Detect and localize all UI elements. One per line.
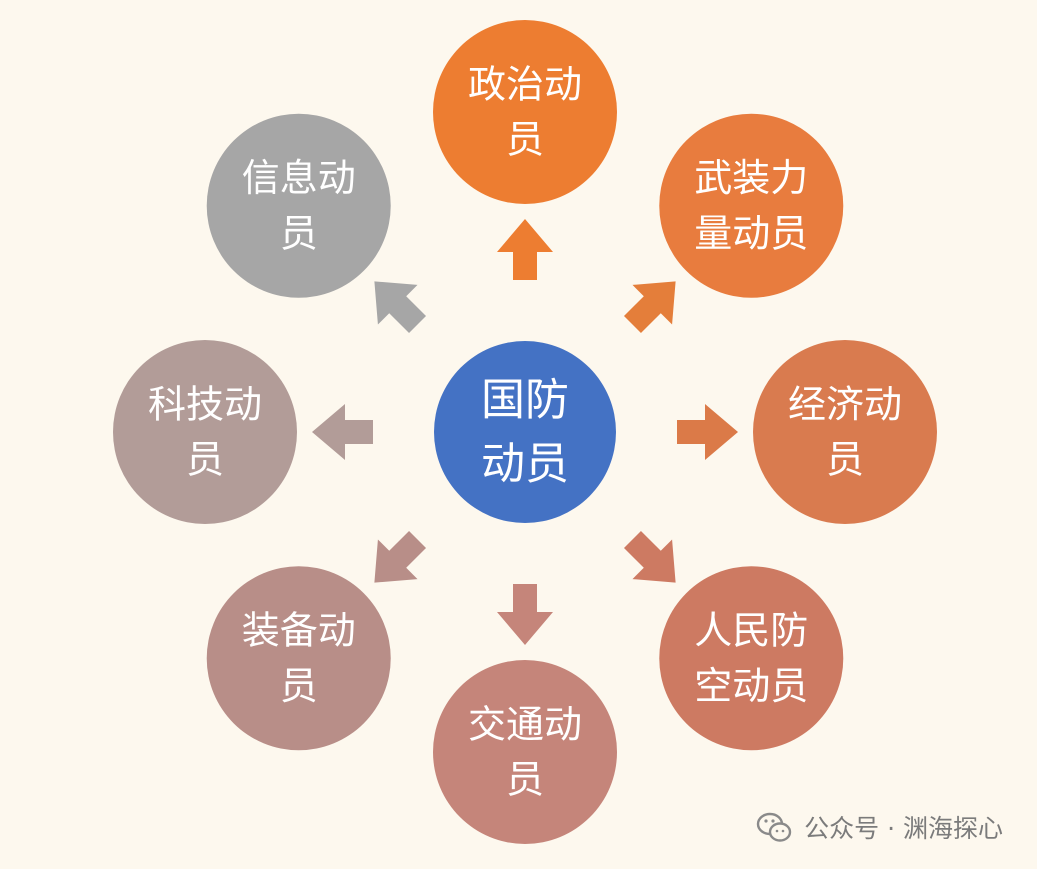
armed-forces-arrow-icon bbox=[623, 281, 676, 334]
transport-label-line: 员 bbox=[506, 758, 544, 802]
information-label-line: 信息动 bbox=[242, 156, 356, 200]
watermark-text: 公众号 · 渊海探心 bbox=[804, 814, 1003, 843]
armed-forces-circle bbox=[659, 113, 844, 298]
armed-forces-label-line: 武装力 bbox=[694, 156, 808, 200]
center-label-line: 动员 bbox=[481, 438, 569, 489]
center-circle bbox=[434, 341, 616, 523]
transport-label-line: 交通动 bbox=[468, 702, 582, 746]
watermark: 公众号 · 渊海探心 bbox=[754, 807, 1003, 847]
sci-tech-label-line: 科技动 bbox=[148, 382, 262, 426]
political-circle bbox=[433, 20, 617, 204]
political-label-line: 政治动 bbox=[468, 62, 582, 106]
armed-forces-label-line: 量动员 bbox=[694, 211, 808, 255]
equipment-label-line: 装备动 bbox=[242, 609, 356, 653]
center-label-line: 国防 bbox=[481, 375, 569, 426]
sci-tech-label-line: 员 bbox=[186, 438, 224, 482]
transport-arrow-icon bbox=[497, 584, 553, 645]
wechat-icon bbox=[756, 812, 792, 842]
sci-tech-arrow-icon bbox=[312, 404, 373, 460]
sci-tech-circle bbox=[113, 340, 297, 524]
economic-arrow-icon bbox=[677, 404, 738, 460]
civil-air-defense-label-line: 空动员 bbox=[694, 664, 808, 708]
information-arrow-icon bbox=[374, 281, 427, 334]
information-label-line: 员 bbox=[280, 211, 318, 255]
economic-label-line: 员 bbox=[826, 438, 864, 482]
equipment-circle bbox=[206, 566, 391, 751]
economic-label-line: 经济动 bbox=[788, 382, 902, 426]
civil-air-defense-circle bbox=[659, 566, 844, 751]
equipment-label-line: 员 bbox=[280, 664, 318, 708]
political-arrow-icon bbox=[497, 219, 553, 280]
equipment-arrow-icon bbox=[374, 530, 427, 583]
information-circle bbox=[206, 113, 391, 298]
transport-circle bbox=[433, 660, 617, 844]
economic-circle bbox=[753, 340, 937, 524]
civil-air-defense-label-line: 人民防 bbox=[694, 609, 808, 653]
political-label-line: 员 bbox=[506, 118, 544, 162]
civil-air-defense-arrow-icon bbox=[623, 530, 676, 583]
